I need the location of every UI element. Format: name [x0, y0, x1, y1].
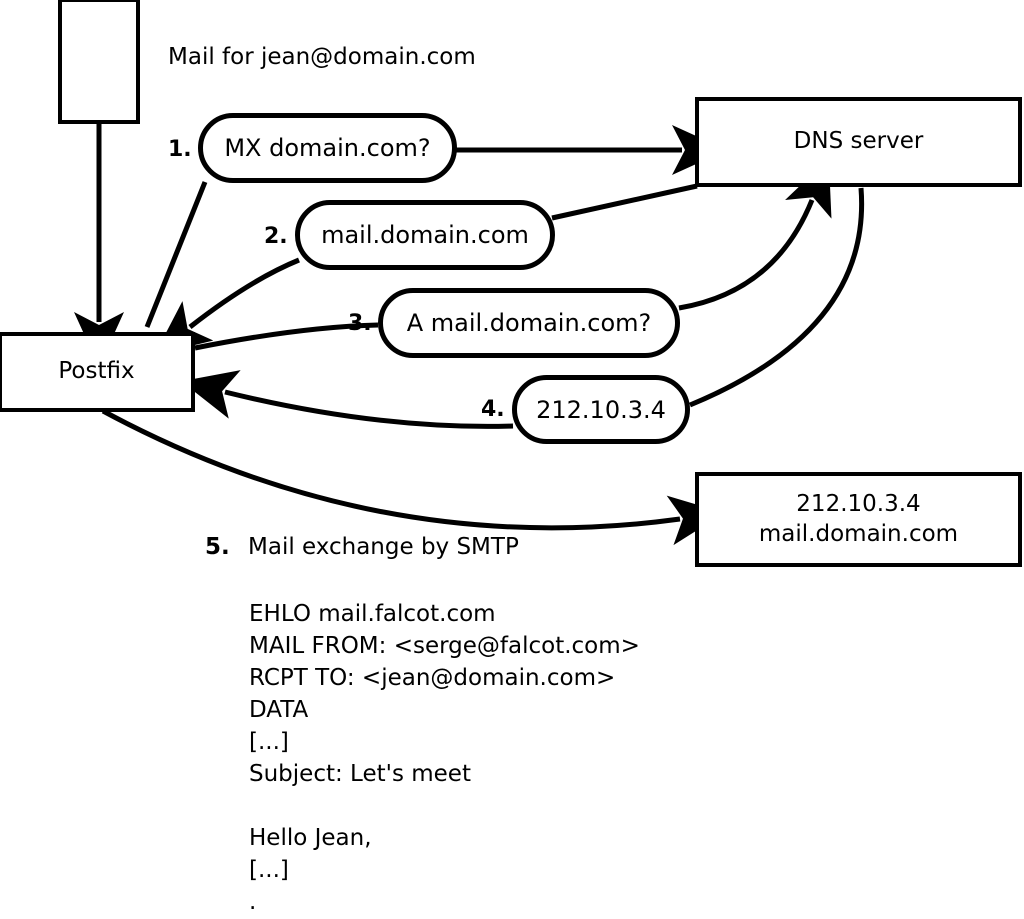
edge-bubble4-to-postfix	[181, 370, 514, 429]
bubble-step-4-label: 212.10.3.4	[536, 395, 666, 424]
step-number-5: 5.	[205, 534, 230, 560]
step-number-3: 3.	[348, 311, 372, 336]
step-number-1: 1.	[168, 137, 192, 162]
edge-postfix-to-bubble1	[144, 181, 208, 328]
page-title: Mail for jean@domain.com	[168, 44, 476, 70]
edge-bubble3-to-dns	[678, 158, 832, 311]
smtp-transcript: EHLO mail.falcot.com MAIL FROM: <serge@f…	[249, 601, 640, 915]
node-mail-server-label: 212.10.3.4 mail.domain.com	[758, 491, 959, 547]
step-5-label: Mail exchange by SMTP	[248, 534, 519, 560]
bubble-step-3-label: A mail.domain.com?	[406, 309, 652, 337]
step-number-2: 2.	[264, 224, 288, 249]
node-mail-server[interactable]: 212.10.3.4 mail.domain.com	[695, 472, 1022, 567]
edge-postfix-to-mailserver	[101, 408, 725, 546]
bubble-step-2-label: mail.domain.com	[321, 221, 529, 249]
bubble-step-2[interactable]: mail.domain.com	[295, 200, 555, 270]
bubble-step-3[interactable]: A mail.domain.com?	[378, 288, 680, 358]
node-postfix[interactable]: Postfix	[0, 332, 195, 412]
node-dns-server-label: DNS server	[793, 128, 924, 155]
step-number-4: 4.	[481, 397, 505, 422]
bubble-step-4[interactable]: 212.10.3.4	[512, 375, 690, 444]
bubble-step-1-label: MX domain.com?	[224, 134, 431, 162]
edge-postfix-to-bubble3	[194, 322, 379, 351]
edge-bubble2-to-postfix	[154, 257, 300, 355]
node-dns-server[interactable]: DNS server	[695, 97, 1022, 187]
node-client[interactable]	[58, 0, 140, 124]
edge-dns-to-bubble2	[551, 183, 698, 221]
bubble-step-1[interactable]: MX domain.com?	[198, 113, 457, 183]
node-postfix-label: Postfix	[58, 358, 135, 385]
edge-dns-to-bubble4	[689, 187, 865, 408]
